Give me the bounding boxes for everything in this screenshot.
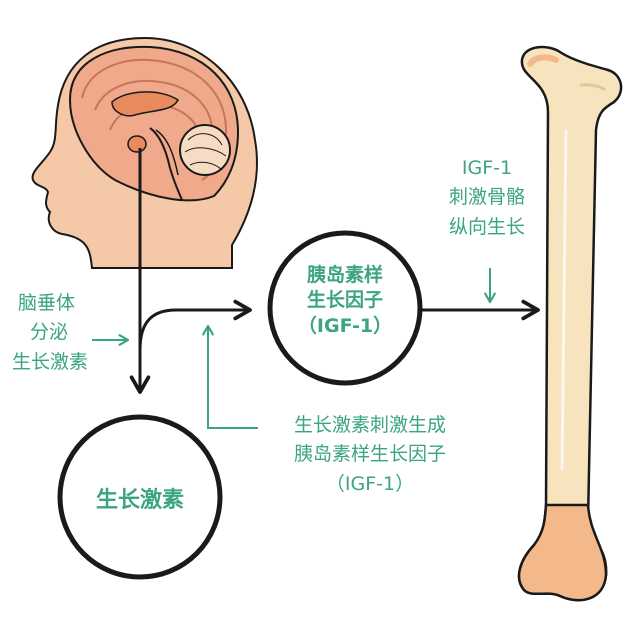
igf-stimulates-line1: IGF-1	[461, 157, 513, 179]
gh-stimulates-line3: （IGF-1）	[325, 472, 415, 495]
igf1-node-label: 胰岛素样 生长因子 （IGF-1）	[275, 263, 415, 339]
femur-illustration	[517, 45, 623, 602]
igf1-label-line2: 生长因子	[306, 289, 383, 312]
gh-stimulates-line2: 胰岛素样生长因子	[293, 443, 446, 466]
igf1-label-line3: （IGF-1）	[297, 314, 393, 337]
igf1-label-line1: 胰岛素样	[306, 264, 383, 286]
gh-node-circle	[57, 414, 223, 580]
gh-node-label: 生长激素	[95, 488, 184, 513]
pituitary-annotation-line2: 分泌	[30, 321, 69, 344]
pituitary-annotation-line3: 生长激素	[12, 350, 89, 373]
head-illustration	[31, 36, 259, 269]
pituitary-annotation-line1: 脑垂体	[18, 292, 76, 314]
igf-stimulates-line2: 刺激骨骼	[448, 186, 525, 209]
gh-stimulates-pointer	[202, 324, 258, 429]
igf1-node-circle	[267, 230, 423, 386]
gh-to-igf-arrow	[138, 299, 252, 372]
igf-stimulates-annotation: IGF-1 刺激骨骼 纵向生长	[428, 154, 546, 242]
pituitary-annotation: 脑垂体 分泌 生长激素	[12, 289, 88, 377]
gh-stimulates-line1: 生长激素刺激生成	[293, 414, 446, 436]
igf-stimulates-line3: 纵向生长	[448, 215, 525, 238]
gh-stimulates-annotation: 生长激素刺激生成 胰岛素样生长因子 （IGF-1）	[270, 411, 470, 499]
